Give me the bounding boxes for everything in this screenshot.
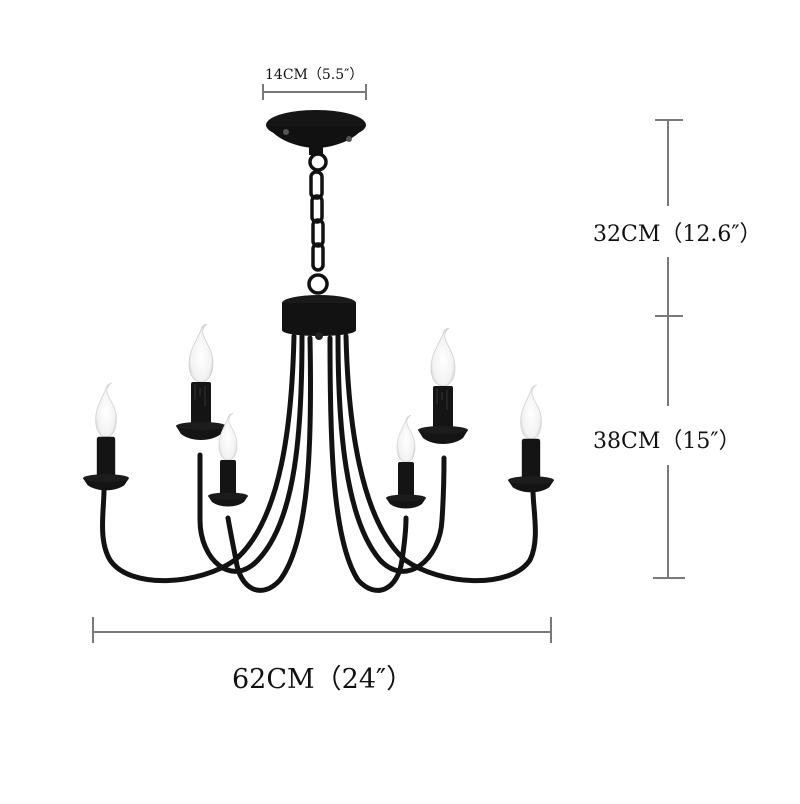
chandelier-arms (100, 333, 538, 593)
central-hub (282, 295, 356, 340)
chain-height-label: 32CM（12.6″） (593, 222, 762, 247)
canopy-width-label: 14CM（5.5″） (265, 67, 364, 83)
ceiling-canopy (266, 110, 366, 155)
height-dimension-line (653, 119, 685, 579)
candle-upper-right (417, 327, 469, 445)
width-dimension-line (92, 617, 552, 643)
hanging-chain (307, 152, 329, 295)
body-height-label: 38CM（15″） (593, 429, 741, 454)
overall-width-label: 62CM（24″） (232, 664, 414, 695)
canopy-dimension-line (262, 84, 367, 100)
candle-upper-left (175, 323, 227, 441)
candle-outer-right (507, 384, 555, 493)
candle-outer-left (82, 382, 130, 491)
